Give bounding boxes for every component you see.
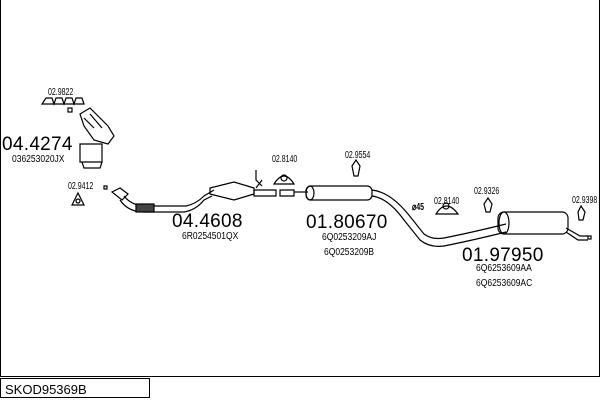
pipe-diameter-label: ⌀45 [412, 202, 425, 213]
manifold-gasket-icon [40, 97, 85, 106]
part-code-middle-silencer: 01.80670 [306, 212, 388, 233]
rubber-mount-icon-4 [483, 196, 493, 213]
middle-silencer-icon [294, 185, 507, 247]
part-code-manifold-catalyst: 04.4274 [2, 134, 73, 155]
oem-middle-silencer-2: 6Q0253209B [324, 247, 375, 258]
oem-middle-silencer-1: 6Q0253209AJ [322, 232, 377, 243]
manifold-catalyst-icon [67, 107, 115, 169]
flange-gasket-icon [71, 185, 108, 206]
part-code-rear-silencer: 01.97950 [462, 245, 544, 266]
rear-silencer-icon [497, 211, 592, 241]
part-code-gasket-manifold: 02.9822 [48, 87, 74, 98]
diagram-id: SKOD95369B [5, 382, 87, 397]
rubber-mount-icon-5 [577, 204, 586, 221]
oem-rear-silencer-1: 6Q6253609AA [476, 263, 532, 274]
part-code-mount-4: 02.9326 [474, 186, 500, 197]
rubber-mount-icon-1 [272, 174, 296, 185]
hanger-bracket-icon [255, 170, 263, 189]
part-code-gasket-flange: 02.9412 [68, 181, 94, 192]
oem-manifold-catalyst: 036253020JX [12, 154, 65, 165]
part-code-mount-3: 02.8140 [434, 196, 460, 207]
rubber-mount-icon-2 [351, 158, 361, 177]
rubber-mount-icon-3 [434, 202, 460, 215]
part-code-front-pipe-catalyst: 04.4608 [172, 211, 243, 232]
oem-rear-silencer-2: 6Q6253609AC [476, 278, 533, 289]
diagram-id-box: SKOD95369B [0, 378, 150, 398]
part-code-mount-5: 02.9398 [572, 195, 598, 206]
part-code-mount-1: 02.8140 [272, 154, 298, 165]
oem-front-pipe-catalyst: 6R0254501QX [182, 231, 239, 242]
front-pipe-catalyst-icon [110, 181, 295, 213]
part-code-mount-2: 02.9554 [345, 150, 371, 161]
